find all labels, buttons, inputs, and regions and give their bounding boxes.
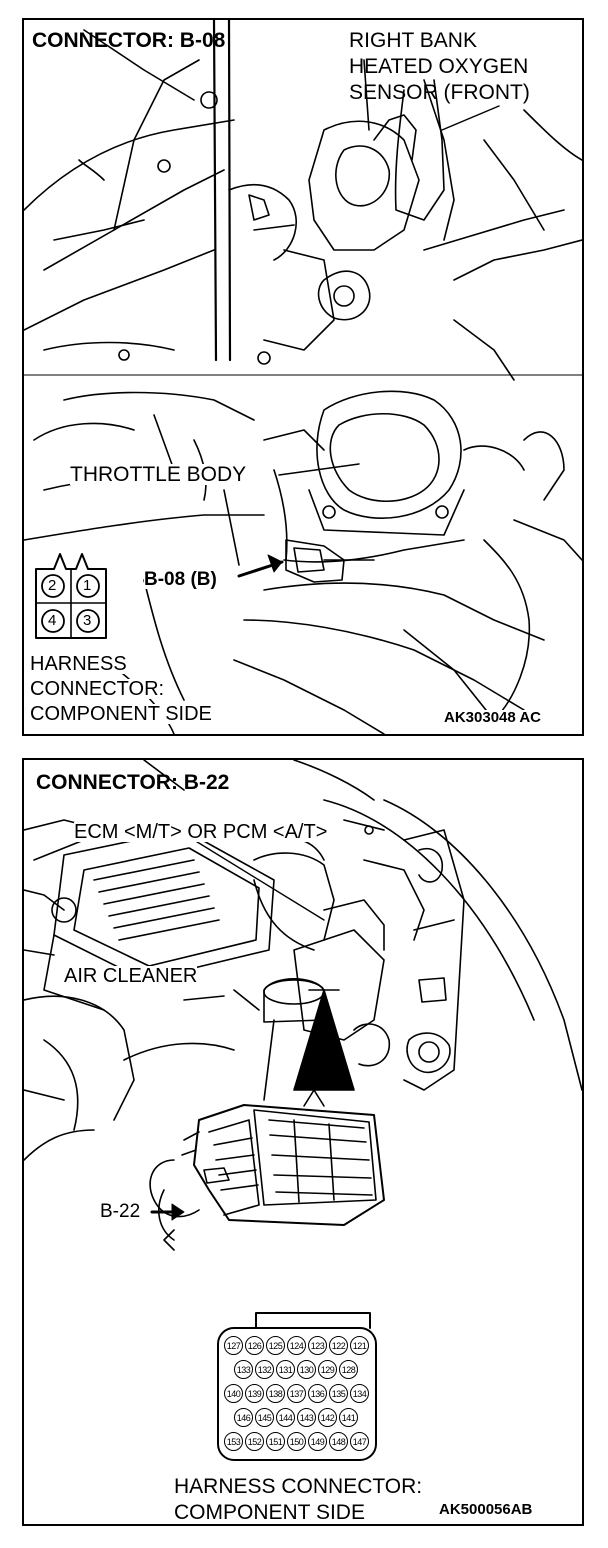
pin-138: 138 <box>266 1384 285 1403</box>
pin-150: 150 <box>287 1432 306 1451</box>
pin-126: 126 <box>245 1336 264 1355</box>
panel1-connector-title: CONNECTOR: B-08 <box>32 29 226 52</box>
panel1-figure-code: AK303048 AC <box>444 709 541 726</box>
pin-148: 148 <box>329 1432 348 1451</box>
pin-146: 146 <box>234 1408 253 1427</box>
pin-140: 140 <box>224 1384 243 1403</box>
pin-134: 134 <box>350 1384 369 1403</box>
pin-121: 121 <box>350 1336 369 1355</box>
pin-132: 132 <box>255 1360 274 1379</box>
pin-131: 131 <box>276 1360 295 1379</box>
pin-2: 2 <box>48 577 57 594</box>
pin-139: 139 <box>245 1384 264 1403</box>
pin-128: 128 <box>339 1360 358 1379</box>
pin-1: 1 <box>83 577 92 594</box>
pin-147: 147 <box>350 1432 369 1451</box>
pin-145: 145 <box>255 1408 274 1427</box>
connector-b22-panel: CONNECTOR: B-22 ECM <M/T> OR PCM <A/T> A… <box>22 758 584 1526</box>
throttle-body-label: THROTTLE BODY <box>70 463 247 486</box>
pin-122: 122 <box>329 1336 348 1355</box>
engine-bay-illustration-b22 <box>24 760 582 1461</box>
air-cleaner-label: AIR CLEANER <box>64 965 198 987</box>
pin-129: 129 <box>318 1360 337 1379</box>
pin-136: 136 <box>308 1384 327 1403</box>
pin-124: 124 <box>287 1336 306 1355</box>
pin-135: 135 <box>329 1384 348 1403</box>
engine-bay-illustration-b08 <box>24 20 582 734</box>
harness-side-line-1: HARNESS <box>30 653 127 675</box>
pin-125: 125 <box>266 1336 285 1355</box>
pin-152: 152 <box>245 1432 264 1451</box>
sensor-label-line-3: SENSOR (FRONT) <box>349 81 530 104</box>
pin-151: 151 <box>266 1432 285 1451</box>
b08-callout: B-08 (B) <box>144 569 217 590</box>
pin-123: 123 <box>308 1336 327 1355</box>
ecm-pcm-label: ECM <M/T> OR PCM <A/T> <box>74 821 328 843</box>
pin-142: 142 <box>318 1408 337 1427</box>
panel2-connector-title: CONNECTOR: B-22 <box>36 771 230 794</box>
pin-149: 149 <box>308 1432 327 1451</box>
pin-144: 144 <box>276 1408 295 1427</box>
pin-4: 4 <box>48 612 57 629</box>
harness-side-line-3: COMPONENT SIDE <box>30 703 212 725</box>
pin-3: 3 <box>83 612 92 629</box>
harness-connector-line-2: COMPONENT SIDE <box>174 1501 365 1524</box>
connector-b08-panel: CONNECTOR: B-08 RIGHT BANK HEATED OXYGEN… <box>22 18 584 736</box>
panel2-figure-code: AK500056AB <box>439 1501 533 1518</box>
pin-133: 133 <box>234 1360 253 1379</box>
harness-connector-line-1: HARNESS CONNECTOR: <box>174 1475 423 1498</box>
pin-143: 143 <box>297 1408 316 1427</box>
harness-side-line-2: CONNECTOR: <box>30 678 165 700</box>
pin-153: 153 <box>224 1432 243 1451</box>
sensor-label-line-2: HEATED OXYGEN <box>349 55 529 78</box>
pin-130: 130 <box>297 1360 316 1379</box>
pin-141: 141 <box>339 1408 358 1427</box>
sensor-label-line-1: RIGHT BANK <box>349 29 477 52</box>
pin-127: 127 <box>224 1336 243 1355</box>
pin-137: 137 <box>287 1384 306 1403</box>
b22-callout: B-22 <box>100 1201 141 1222</box>
